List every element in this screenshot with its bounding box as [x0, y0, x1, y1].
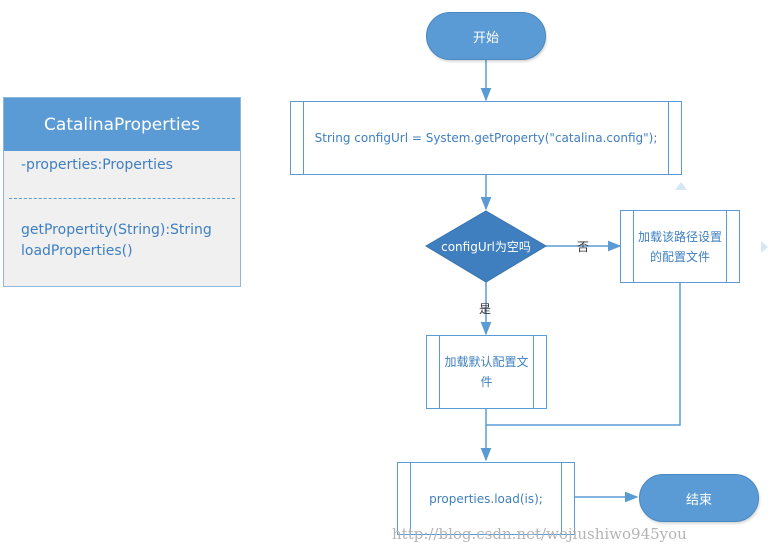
end-node: 结束	[639, 474, 759, 522]
load-properties-text: properties.load(is);	[429, 491, 543, 506]
decision-text: configUrl为空吗	[441, 239, 531, 254]
get-config-process: String configUrl = System.getProperty("c…	[290, 101, 682, 175]
start-node: 开始	[426, 12, 546, 60]
load-path-process: 加载该路径设置的配置文件	[620, 210, 740, 283]
uml-attribute: -properties:Properties	[21, 157, 173, 173]
uml-method-get: getPropertity(String):String	[21, 222, 212, 238]
decision-diamond	[425, 210, 547, 283]
uml-divider	[9, 198, 235, 199]
uml-class-name: CatalinaProperties	[4, 98, 240, 151]
load-default-text: 加载默认配置文件	[444, 355, 529, 389]
load-path-text: 加载该路径设置的配置文件	[637, 229, 722, 264]
edge-path-to-load	[486, 283, 681, 426]
connector-handle-right-icon	[761, 241, 768, 253]
uml-method-load: loadProperties()	[21, 243, 133, 259]
uml-class-box: CatalinaProperties -properties:Propertie…	[3, 97, 241, 287]
watermark: http://blog.csdn.net/wojiushiwo945you	[392, 525, 687, 543]
connector-handle-up-icon	[675, 182, 687, 190]
load-properties-process: properties.load(is);	[397, 462, 575, 535]
load-default-process: 加载默认配置文件	[426, 335, 547, 409]
get-config-text: String configUrl = System.getProperty("c…	[314, 131, 658, 145]
yes-label: 是	[479, 302, 492, 316]
no-label: 否	[577, 240, 590, 254]
